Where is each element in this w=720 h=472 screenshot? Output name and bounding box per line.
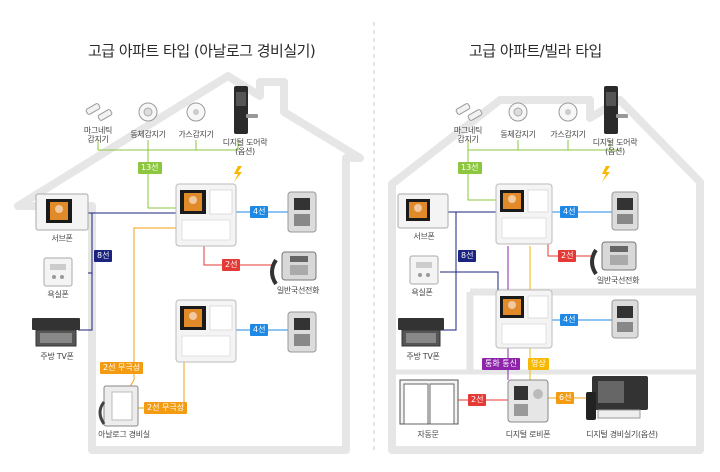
left-badge-13: 13선 bbox=[138, 162, 162, 174]
left-kitchen-tv-device bbox=[32, 318, 80, 347]
right-label-bathphone: 욕실폰 bbox=[411, 288, 433, 297]
right-guardroom-device bbox=[586, 376, 648, 420]
right-title: 고급 아파트/빌라 타입 bbox=[469, 42, 602, 60]
left-badge-2pol-a: 2선 무극성 bbox=[100, 362, 144, 374]
right-wireless-bolt-icon bbox=[602, 166, 610, 182]
left-telephone-icon bbox=[270, 251, 317, 286]
right-badge-video: 영상 bbox=[528, 358, 549, 370]
left-badge-2pol-b: 2선 무극성 bbox=[144, 402, 188, 414]
right-telephone-icon bbox=[590, 241, 637, 276]
right-badge-13: 13선 bbox=[458, 162, 482, 174]
right-badge-6: 6선 bbox=[556, 392, 575, 404]
left-subphone-device bbox=[35, 193, 89, 231]
right-label-subphone: 서브폰 bbox=[413, 232, 435, 241]
left-label-bathphone: 욕실폰 bbox=[47, 290, 69, 299]
right-label-gas: 가스감지기 bbox=[550, 130, 586, 139]
right-badge-2: 2선 bbox=[558, 250, 577, 262]
right-kitchen-tv-device bbox=[398, 318, 444, 347]
right-badge-call: 통화 통신 bbox=[482, 358, 520, 370]
right-label-lobbyphone: 디지털 로비폰 bbox=[505, 430, 551, 439]
right-main-wallpad bbox=[495, 183, 553, 245]
right-label-phone: 일반국선전화 bbox=[596, 276, 640, 285]
left-label-kitchen-tv: 주방 TV폰 bbox=[40, 352, 74, 361]
left-doorlock-icon bbox=[234, 86, 258, 134]
right-second-wallpad bbox=[495, 289, 553, 349]
left-label-doorlock: 디지털 도어락(옵션) bbox=[222, 138, 268, 156]
right-lobbyphone-device bbox=[507, 379, 549, 423]
left-gas-sensor-icon bbox=[186, 102, 206, 122]
left-guardroom-device bbox=[98, 385, 139, 427]
right-gas-sensor-icon bbox=[558, 102, 578, 122]
left-second-wallpad bbox=[175, 299, 237, 363]
left-badge-8: 8선 bbox=[94, 250, 113, 262]
right-badge-door: 2선 bbox=[468, 394, 487, 406]
left-title: 고급 아파트 타입 (아날로그 경비실기) bbox=[88, 42, 316, 60]
left-body-sensor-icon bbox=[138, 102, 158, 122]
left-door-camera-1 bbox=[287, 191, 317, 233]
left-bathphone-device bbox=[43, 257, 73, 287]
left-label-phone: 일반국선전화 bbox=[276, 286, 320, 295]
left-label-subphone: 서브폰 bbox=[51, 234, 73, 243]
left-wireless-bolt-icon bbox=[234, 166, 242, 182]
right-door-camera-1 bbox=[611, 191, 639, 231]
left-main-wallpad bbox=[175, 183, 237, 247]
right-label-kitchen-tv: 주방 TV폰 bbox=[406, 352, 440, 361]
left-badge-4b: 4선 bbox=[250, 324, 269, 336]
left-house-outline bbox=[14, 72, 364, 454]
right-badge-4b: 4선 bbox=[560, 314, 579, 326]
right-badge-8: 8선 bbox=[458, 250, 477, 262]
left-wire-2pol-b bbox=[136, 360, 185, 409]
right-label-guardroom: 디지털 경비실기(옵션) bbox=[586, 430, 658, 439]
right-label-autodoor: 자동문 bbox=[417, 430, 439, 439]
left-door-camera-2 bbox=[287, 311, 317, 353]
right-bathphone-device bbox=[409, 255, 439, 285]
left-label-gas: 가스감지기 bbox=[178, 130, 214, 139]
left-wire-2pol-a bbox=[121, 227, 178, 401]
right-magnetic-sensor-icon bbox=[455, 103, 483, 121]
right-label-body: 동체감지기 bbox=[500, 130, 536, 139]
right-badge-4a: 4선 bbox=[560, 206, 579, 218]
right-autodoor-device bbox=[399, 379, 459, 425]
right-subphone-device bbox=[397, 193, 449, 229]
left-badge-2: 2선 bbox=[222, 259, 241, 271]
right-door-camera-2 bbox=[611, 299, 639, 339]
right-doorlock-icon bbox=[604, 86, 628, 134]
left-label-guardroom: 아날로그 경비실 bbox=[98, 430, 150, 439]
right-house-outline bbox=[388, 96, 704, 454]
right-body-sensor-icon bbox=[508, 102, 528, 122]
right-label-doorlock: 디지털 도어락(옵션) bbox=[592, 138, 638, 156]
left-badge-4a: 4선 bbox=[250, 206, 269, 218]
left-label-body: 동체감지기 bbox=[130, 130, 166, 139]
left-wire-2 bbox=[203, 246, 274, 266]
left-magnetic-sensor-icon bbox=[85, 103, 113, 121]
